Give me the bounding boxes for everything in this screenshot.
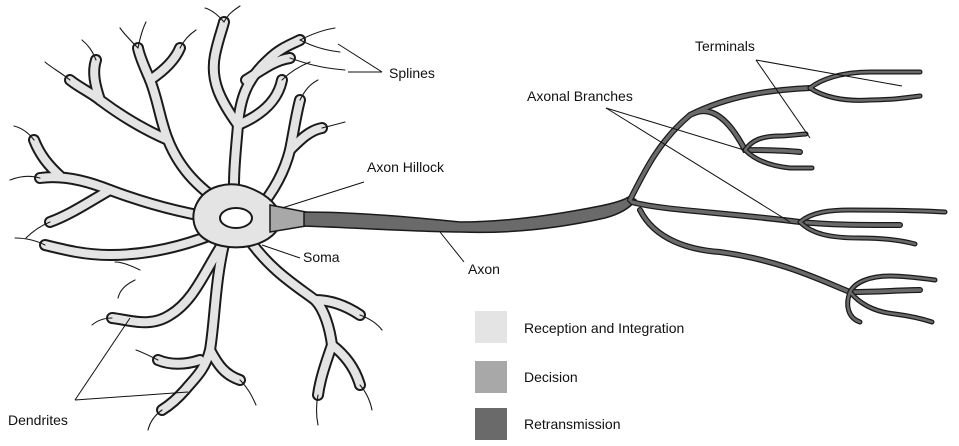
legend-item: Reception and Integration xyxy=(475,311,684,343)
label-axon: Axon xyxy=(468,261,500,277)
axonal-branches xyxy=(630,72,945,322)
legend-label: Reception and Integration xyxy=(524,320,684,336)
legend-item: Decision xyxy=(475,361,578,393)
label-soma: Soma xyxy=(303,249,340,265)
label-terminals: Terminals xyxy=(695,38,755,54)
label-axonal-branches: Axonal Branches xyxy=(527,88,633,104)
legend-label: Retransmission xyxy=(524,416,620,432)
axon-shape xyxy=(304,196,636,232)
legend-item: Retransmission xyxy=(475,408,620,440)
legend-swatch-reception xyxy=(475,311,507,343)
label-dendrites: Dendrites xyxy=(8,412,68,428)
legend: Reception and Integration Decision Retra… xyxy=(475,311,684,440)
nucleus xyxy=(220,208,252,228)
label-splines: Splines xyxy=(389,65,435,81)
legend-label: Decision xyxy=(524,369,578,385)
axon-hillock-shape xyxy=(270,205,306,232)
diagram-labels: Splines Terminals Axonal Branches Axon H… xyxy=(8,38,755,428)
legend-swatch-retransmission xyxy=(475,408,507,440)
legend-swatch-decision xyxy=(475,361,507,393)
label-axon-hillock: Axon Hillock xyxy=(367,159,445,175)
